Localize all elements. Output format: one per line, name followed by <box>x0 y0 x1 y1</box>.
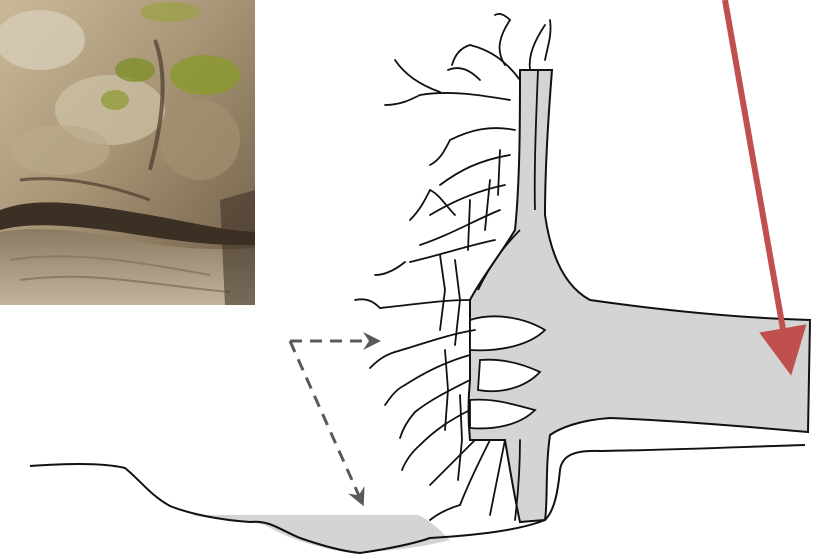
dashed-arrow-down-icon <box>290 341 360 498</box>
arrow-down-left-icon <box>725 0 787 352</box>
